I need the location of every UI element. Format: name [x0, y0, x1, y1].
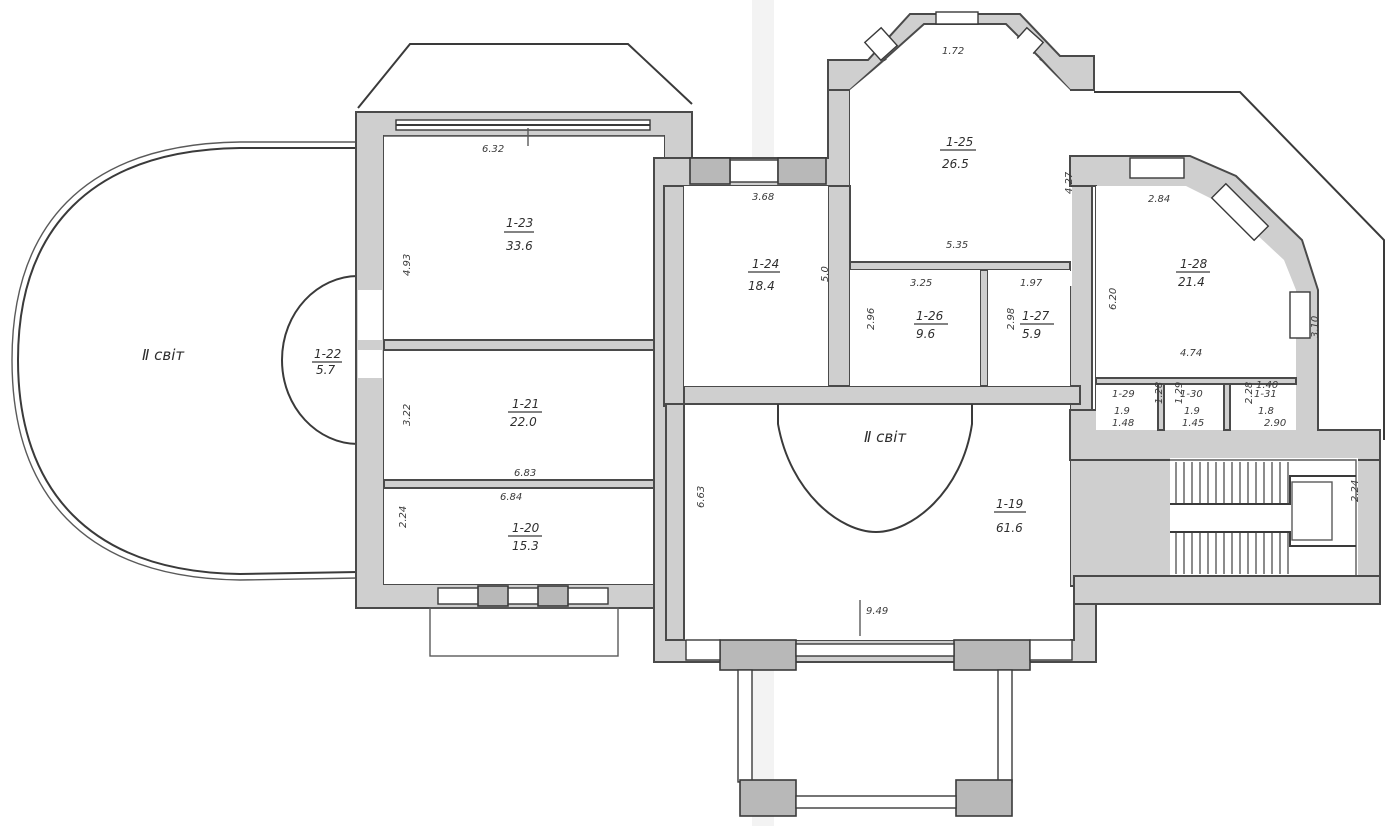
- room-1-19-id: 1-19: [996, 497, 1023, 511]
- dim-26: 2.24: [398, 506, 409, 528]
- dim-23: 3.22: [402, 404, 413, 426]
- dim-25: 6.84: [500, 492, 522, 503]
- room-1-24-area: 18.4: [748, 279, 775, 293]
- balcony-bottom: [429, 607, 619, 657]
- dim-3: 3.68: [752, 192, 774, 203]
- room-1-25-area: 26.5: [942, 157, 969, 171]
- room-1-26-id: 1-26: [916, 309, 944, 323]
- room-1-22-id: 1-22: [314, 347, 341, 361]
- dim-28: 9.49: [866, 606, 888, 617]
- dim-7: 5.35: [946, 240, 968, 251]
- room-1-30-area: 1.9: [1184, 406, 1200, 417]
- room-1-21-id: 1-21: [512, 397, 539, 411]
- room-1-29-id: 1-29: [1112, 389, 1135, 400]
- dim-29: 2.24: [1350, 480, 1361, 502]
- porch-front: [685, 639, 1073, 817]
- window-bottom-left: [437, 587, 609, 605]
- bay-top-center: [827, 11, 1095, 270]
- dim-22: 2.90: [1264, 418, 1286, 429]
- room-1-20-id: 1-20: [512, 521, 540, 535]
- dim-12: 2.84: [1148, 194, 1170, 205]
- room-1-24-id: 1-24: [752, 257, 779, 271]
- dimension-labels: 6.32 4.93 3.68 5.0 1.72 4.27 5.35 3.25 1…: [398, 46, 1361, 617]
- light-well-left: [11, 141, 359, 581]
- dim-11: 2.98: [1006, 308, 1017, 330]
- dim-16: 1.28: [1154, 382, 1165, 404]
- dim-8: 3.25: [910, 278, 932, 289]
- wall-24-25: [827, 185, 851, 387]
- wall-25-26: [849, 261, 1071, 271]
- room-1-31-id: 1-31: [1254, 389, 1277, 400]
- light-label-left: Ⅱ світ: [142, 346, 185, 364]
- room-1-23-area: 33.6: [506, 239, 533, 253]
- dim-2: 4.93: [402, 254, 413, 276]
- dim-20: 1.40: [1256, 380, 1278, 391]
- window-top-middle: [729, 159, 779, 183]
- room-1-27-id: 1-27: [1022, 309, 1050, 323]
- dim-27: 6.63: [696, 486, 707, 508]
- dim-24: 6.83: [514, 468, 536, 479]
- light-well-hall: [777, 404, 973, 534]
- wall-left-corridor: [663, 185, 685, 407]
- room-1-22-area: 5.7: [316, 363, 335, 377]
- room-1-27-area: 5.9: [1022, 327, 1041, 341]
- light-label-hall: Ⅱ світ: [864, 428, 907, 446]
- bay-right: [1094, 91, 1385, 440]
- room-1-26-area: 9.6: [916, 327, 935, 341]
- dim-13: 6.20: [1108, 288, 1119, 310]
- bay-top-left: [357, 43, 693, 109]
- dim-15: 3.10: [1310, 316, 1321, 338]
- room-1-23-id: 1-23: [506, 216, 533, 230]
- wall-left-19: [665, 403, 685, 641]
- wall-26-27: [979, 269, 989, 387]
- dim-21: 2.28: [1244, 382, 1255, 404]
- dim-19: 1.45: [1182, 418, 1204, 429]
- wall-21-20: [383, 479, 667, 489]
- dim-5: 1.72: [942, 46, 964, 57]
- dim-6: 4.27: [1064, 171, 1075, 194]
- room-1-30-id: 1-30: [1180, 389, 1203, 400]
- dim-1: 6.32: [482, 144, 504, 155]
- room-1-21-area: 22.0: [510, 415, 537, 429]
- room-1-25-id: 1-25: [946, 135, 973, 149]
- room-1-31-area: 1.8: [1258, 406, 1274, 417]
- room-1-29-area: 1.9: [1114, 406, 1130, 417]
- dim-17: 1.48: [1112, 418, 1134, 429]
- room-1-20-area: 15.3: [512, 539, 539, 553]
- dim-14: 4.74: [1180, 348, 1202, 359]
- room-1-28-id: 1-28: [1180, 257, 1208, 271]
- dim-10: 2.96: [866, 308, 877, 330]
- staircase: [1170, 458, 1358, 577]
- dim-4: 5.0: [820, 266, 831, 282]
- wall-wc: [1095, 377, 1297, 385]
- room-1-19-area: 61.6: [996, 521, 1023, 535]
- wall-23-21: [383, 339, 667, 351]
- dim-18: 1.29: [1174, 382, 1185, 404]
- wall-corridor-top: [683, 385, 1081, 405]
- dim-9: 1.97: [1020, 278, 1043, 289]
- room-1-28-area: 21.4: [1178, 275, 1205, 289]
